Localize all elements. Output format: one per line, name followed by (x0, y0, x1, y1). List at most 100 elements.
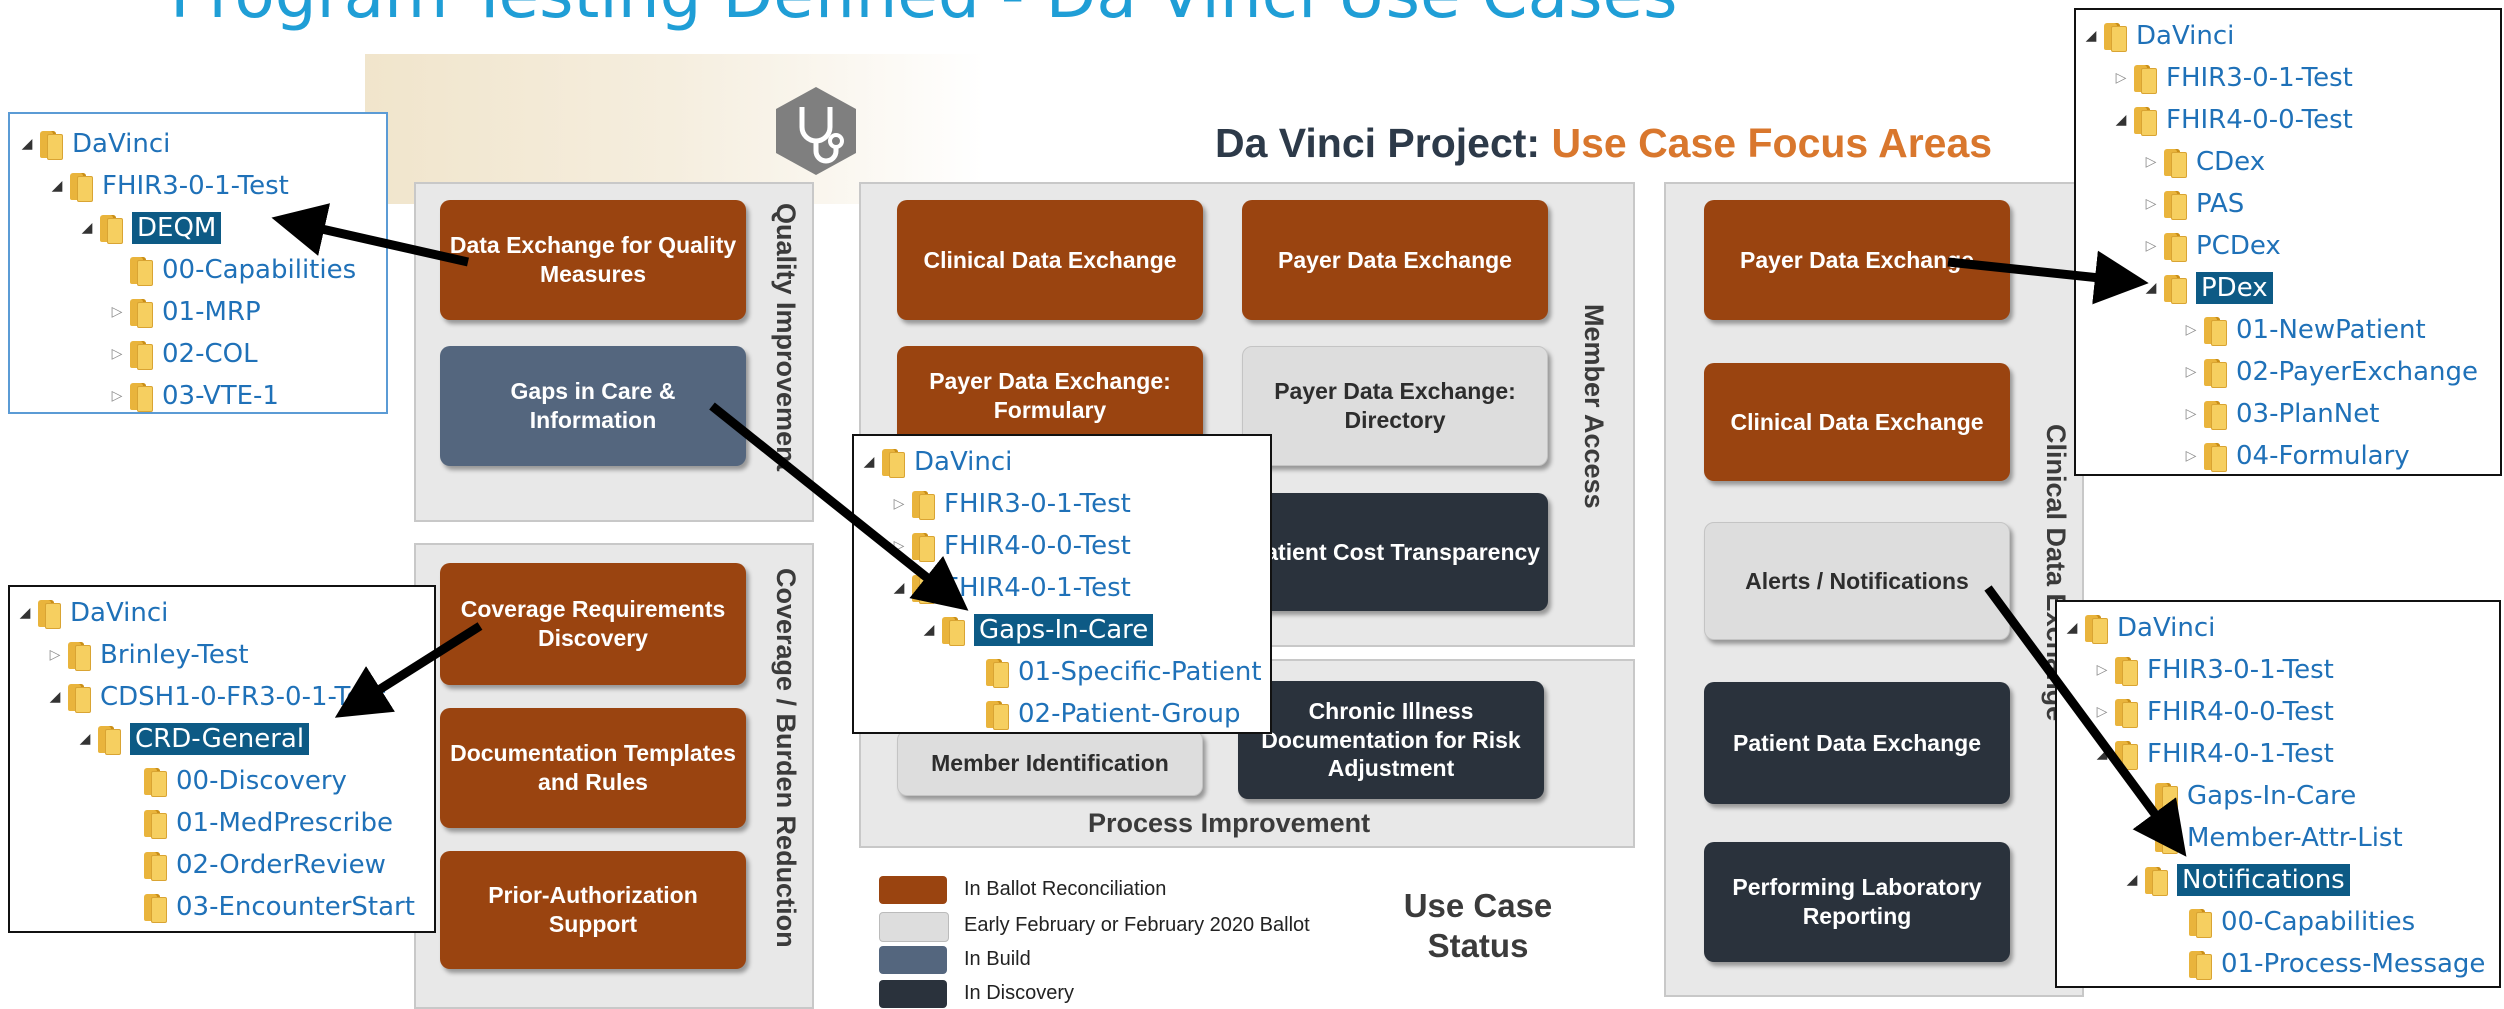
tree-row[interactable]: Member-Attr-List (2153, 818, 2403, 858)
tree-row[interactable]: ▷PCDex (2140, 226, 2281, 266)
tree-row[interactable]: ▷02-COL (106, 334, 258, 374)
slide-title: Program Testing Defined - Da Vinci Use C… (170, 0, 1677, 28)
triangle-collapsed-icon[interactable]: ▷ (49, 647, 61, 663)
tree-row[interactable]: ▷04-Formulary (2180, 436, 2410, 476)
triangle-expanded-icon[interactable]: ◢ (863, 454, 875, 470)
tree-row[interactable]: 02-Patient-Group (984, 694, 1241, 734)
folder-icon (2083, 613, 2108, 644)
triangle-collapsed-icon[interactable]: ▷ (2185, 322, 2197, 338)
tree-row[interactable]: ▷03-PlanNet (2180, 394, 2379, 434)
folder-icon (98, 213, 123, 244)
tree-row[interactable]: ◢FHIR4-0-1-Test (2091, 734, 2334, 774)
triangle-collapsed-icon[interactable]: ▷ (893, 496, 905, 512)
tree-node-label: CDex (2196, 147, 2266, 177)
tree-row[interactable]: ◢FHIR3-0-1-Test (46, 166, 289, 206)
use-case-status-title: Use Case Status (1403, 887, 1553, 964)
triangle-collapsed-icon[interactable]: ▷ (2185, 364, 2197, 380)
triangle-collapsed-icon[interactable]: ▷ (2185, 406, 2197, 422)
triangle-expanded-icon[interactable]: ◢ (2126, 872, 2138, 888)
triangle-collapsed-icon[interactable]: ▷ (2145, 238, 2157, 254)
triangle-expanded-icon[interactable]: ◢ (81, 220, 93, 236)
tree-row[interactable]: ▷ FHIR4-0-0-Test (888, 526, 1131, 566)
tree-row[interactable]: ▷01-MRP (106, 292, 261, 332)
triangle-collapsed-icon[interactable]: ▷ (893, 538, 905, 554)
box-patient-cost-transparency: Patient Cost Transparency (1242, 493, 1548, 611)
tree-row[interactable]: ▷Brinley-Test (44, 635, 249, 675)
legend-swatch-ballot (879, 876, 947, 904)
triangle-expanded-icon[interactable]: ◢ (49, 689, 61, 705)
folder-icon (880, 447, 905, 478)
tree-row[interactable]: ◢FHIR4-0-0-Test (2110, 100, 2353, 140)
tree-row[interactable]: ▷02-PayerExchange (2180, 352, 2478, 392)
triangle-collapsed-icon[interactable]: ▷ (2145, 196, 2157, 212)
label-quality-improvement: Quality Improvement (771, 203, 801, 472)
tree-row[interactable]: ▷01-NewPatient (2180, 310, 2426, 350)
tree-row[interactable]: ▷ CDex (2140, 142, 2265, 182)
tree-node-label: DaVinci (70, 598, 169, 628)
triangle-collapsed-icon[interactable]: ▷ (111, 304, 123, 320)
triangle-collapsed-icon[interactable]: ▷ (111, 346, 123, 362)
tree-row[interactable]: 02-OrderReview (142, 845, 386, 885)
tree-pdex: ◢DaVinci ▷ FHIR3-0-1-Test ◢FHIR4-0-0-Test… (2074, 8, 2502, 476)
triangle-collapsed-icon[interactable]: ▷ (2185, 448, 2197, 464)
tree-row[interactable]: 03-EncounterStart (142, 887, 415, 927)
tree-node-label-selected: Notifications (2177, 864, 2350, 896)
triangle-expanded-icon[interactable]: ◢ (2145, 280, 2157, 296)
tree-row[interactable]: 01-MedPrescribe (142, 803, 393, 843)
tree-row[interactable]: ◢ DaVinci (16, 124, 170, 164)
tree-row[interactable]: 00-Discovery (142, 761, 347, 801)
tree-row[interactable]: 01-Process-Message (2187, 944, 2485, 984)
tree-row[interactable]: ▷ FHIR3-0-1-Test (2110, 58, 2353, 98)
triangle-collapsed-icon[interactable]: ▷ (2096, 662, 2108, 678)
tree-row[interactable]: ◢ DaVinci (14, 593, 168, 633)
tree-row[interactable]: ▷FHIR3-0-1-Test (2091, 650, 2334, 690)
tree-row[interactable]: ▷03-VTE-1 (106, 376, 279, 416)
tree-row[interactable]: ▷FHIR4-0-0-Test (2091, 692, 2334, 732)
triangle-expanded-icon[interactable]: ◢ (21, 136, 33, 152)
folder-icon (2162, 231, 2187, 262)
tree-row[interactable]: ◢FHIR4-0-1-Test (888, 568, 1131, 608)
triangle-expanded-icon[interactable]: ◢ (2066, 620, 2078, 636)
tree-row[interactable]: ◢DEQM (76, 208, 222, 248)
triangle-expanded-icon[interactable]: ◢ (19, 605, 31, 621)
legend-swatch-early (879, 912, 949, 942)
tree-row[interactable]: ◢ Gaps-In-Care (918, 610, 1154, 650)
triangle-collapsed-icon[interactable]: ▷ (2115, 70, 2127, 86)
tree-row[interactable]: ◢DaVinci (858, 442, 1012, 482)
triangle-expanded-icon[interactable]: ◢ (893, 580, 905, 596)
tree-row[interactable]: 01-Specific-Patient (984, 652, 1262, 692)
tree-row[interactable]: ▷FHIR3-0-1-Test (888, 484, 1131, 524)
tree-row[interactable]: ▷PAS (2140, 184, 2244, 224)
folder-icon (142, 766, 167, 797)
triangle-expanded-icon[interactable]: ◢ (79, 731, 91, 747)
legend-label-ballot: In Ballot Reconciliation (964, 878, 1167, 900)
tree-row[interactable]: 00-Capabilities (2187, 902, 2415, 942)
triangle-expanded-icon[interactable]: ◢ (51, 178, 63, 194)
tree-node-label: FHIR4-0-0-Test (944, 531, 1131, 561)
tree-node-label: FHIR3-0-1-Test (2166, 63, 2353, 93)
triangle-collapsed-icon[interactable]: ▷ (2145, 154, 2157, 170)
triangle-expanded-icon[interactable]: ◢ (2115, 112, 2127, 128)
tree-row[interactable]: ◢DaVinci (2061, 608, 2215, 648)
triangle-collapsed-icon[interactable]: ▷ (111, 388, 123, 404)
tree-row[interactable]: ◢ Notifications (2121, 860, 2350, 900)
triangle-collapsed-icon[interactable]: ▷ (2096, 704, 2108, 720)
triangle-expanded-icon[interactable]: ◢ (2096, 746, 2108, 762)
box-prior-authorization-support: Prior-Authorization Support (440, 851, 746, 969)
tree-row[interactable]: ◢CRD-General (74, 719, 310, 759)
tree-row[interactable]: 00-Capabilities (128, 250, 356, 290)
tree-node-label: DaVinci (72, 129, 171, 159)
tree-node-label-selected: Gaps-In-Care (974, 614, 1154, 646)
tree-row[interactable]: Gaps-In-Care (2153, 776, 2356, 816)
tree-row[interactable]: ◢CDSH1-0-FR3-0-1-Test (44, 677, 386, 717)
triangle-expanded-icon[interactable]: ◢ (923, 622, 935, 638)
folder-icon (38, 129, 63, 160)
tree-node-label: 00-Capabilities (2221, 907, 2416, 937)
tree-row[interactable]: ◢PDex (2140, 268, 2273, 308)
folder-icon (2153, 781, 2178, 812)
label-process-improvement: Process Improvement (1088, 808, 1371, 838)
tree-crd-general: ◢ DaVinci ▷Brinley-Test ◢CDSH1-0-FR3-0-1-… (8, 585, 436, 933)
tree-row[interactable]: ◢DaVinci (2080, 16, 2234, 56)
triangle-expanded-icon[interactable]: ◢ (2085, 28, 2097, 44)
folder-icon (2162, 147, 2187, 178)
